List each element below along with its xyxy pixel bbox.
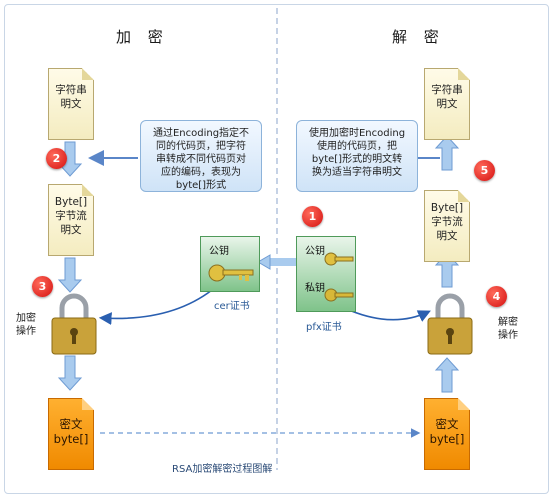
pfx-caption: pfx证书	[306, 322, 342, 333]
cer-caption: cer证书	[214, 301, 250, 312]
public-key-label: 公钥	[209, 246, 229, 257]
doc-line: Byte[]	[430, 202, 464, 214]
key-icon	[324, 252, 354, 302]
note-line: byte[]形式	[175, 180, 227, 191]
doc-line: Byte[]	[54, 196, 88, 208]
diagram-footer: RSA加密解密过程图解	[172, 464, 273, 475]
pfx-certificate: 公钥 私钥	[296, 236, 356, 312]
left-plaintext-doc: 字符串 明文	[48, 68, 94, 140]
label-line: 加密	[16, 313, 36, 324]
step-badge-2: 2	[46, 148, 67, 169]
left-flow-arrows	[57, 141, 83, 391]
decrypt-op-label: 解密 操作	[498, 316, 518, 342]
encrypt-title: 加 密	[116, 28, 169, 46]
cer-certificate: 公钥	[200, 236, 260, 292]
note-line: 同的代码页，把字符	[156, 141, 246, 152]
diagram-frame	[4, 4, 549, 494]
left-cipher-doc: 密文 byte[]	[48, 398, 94, 470]
doc-line: 字节流	[55, 210, 87, 222]
label-line: 操作	[498, 330, 518, 341]
note-line: 应的编码，表现为	[161, 167, 241, 178]
left-byte-doc: Byte[] 字节流 明文	[48, 184, 94, 256]
note-line: 换为适当字符串明文	[312, 167, 402, 178]
doc-line: 明文	[436, 98, 458, 110]
lock-icon	[427, 293, 473, 355]
pfx-public-key-label: 公钥	[305, 246, 325, 257]
lock-icon	[51, 293, 97, 355]
doc-line: 字节流	[431, 216, 463, 228]
right-plaintext-doc: 字符串 明文	[424, 68, 470, 140]
right-flow-arrows	[434, 135, 460, 393]
encoding-note-right: 使用加密时Encoding 使用的代码页，把 byte[]形式的明文转 换为适当…	[296, 120, 418, 192]
doc-line: 密文	[59, 417, 83, 431]
encoding-note-left: 通过Encoding指定不 同的代码页，把字符 串转成不同代码页对 应的编码，表…	[140, 120, 262, 192]
doc-line: 字符串	[55, 84, 87, 96]
doc-line: 明文	[60, 98, 82, 110]
step-badge-4: 4	[486, 286, 507, 307]
right-cipher-doc: 密文 byte[]	[424, 398, 470, 470]
label-line: 解密	[498, 317, 518, 328]
doc-line: 明文	[436, 230, 458, 242]
encrypt-op-label: 加密 操作	[16, 312, 36, 338]
decrypt-title: 解 密	[392, 28, 445, 46]
doc-line: byte[]	[53, 432, 89, 446]
key-icon	[208, 264, 254, 282]
right-byte-doc: Byte[] 字节流 明文	[424, 190, 470, 262]
doc-line: 字符串	[431, 84, 463, 96]
label-line: 操作	[16, 326, 36, 337]
step-badge-3: 3	[32, 276, 53, 297]
doc-line: 密文	[435, 417, 459, 431]
note-line: 串转成不同代码页对	[156, 154, 246, 165]
note-line: 通过Encoding指定不	[152, 128, 250, 139]
doc-line: byte[]	[429, 432, 465, 446]
pfx-private-key-label: 私钥	[305, 283, 325, 294]
step-badge-1: 1	[302, 206, 323, 227]
note-line: 使用加密时Encoding	[308, 128, 406, 139]
note-line: byte[]形式的明文转	[311, 154, 403, 165]
doc-line: 明文	[60, 224, 82, 236]
step-badge-5: 5	[474, 160, 495, 181]
note-line: 使用的代码页，把	[317, 141, 397, 152]
